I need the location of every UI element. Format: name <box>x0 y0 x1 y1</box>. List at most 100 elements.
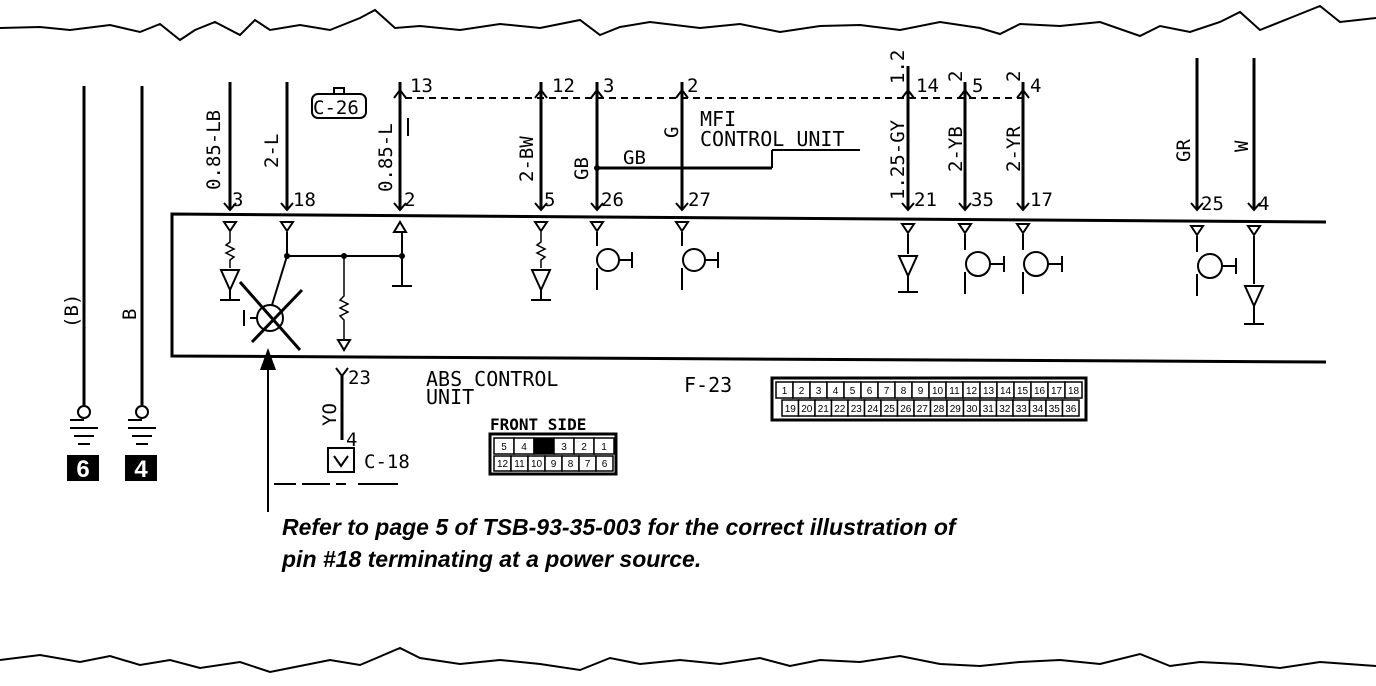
wire-color-2-l: 2-L <box>261 134 283 168</box>
torn-edge-bottom <box>0 646 1376 674</box>
f23-row2-cell <box>1061 399 1080 417</box>
f23-row2-pin: 34 <box>1032 404 1044 415</box>
pin-3-top: 3 <box>603 75 614 97</box>
wire-color-2-yb: 2-YB <box>945 126 967 172</box>
pin-4-top: 4 <box>1030 75 1041 97</box>
wire-color-gb: GB <box>571 157 593 180</box>
f23-row1-pin: 6 <box>867 386 873 397</box>
pin-12-top: 12 <box>552 75 575 97</box>
f23-row1-pin: 10 <box>932 386 944 397</box>
pin-27-bottom: 27 <box>688 189 711 211</box>
f23-row1-pin: 9 <box>918 386 924 397</box>
pin-35-bottom: 35 <box>971 189 994 211</box>
f23-row2-pin: 30 <box>966 404 978 415</box>
front-side-row2-pin: 9 <box>551 459 557 470</box>
f23-row2-pin: 35 <box>1049 404 1061 415</box>
f23-row2-pin: 26 <box>900 404 912 415</box>
f23-row2-pin: 28 <box>933 404 945 415</box>
ground-badge-6 <box>67 455 99 481</box>
pin-4-bottom: 4 <box>1258 193 1269 215</box>
pin-18-bottom: 18 <box>293 189 316 211</box>
f23-row1-pin: 18 <box>1068 386 1080 397</box>
connector-f23-label: F-23 <box>684 373 732 397</box>
f23-row1-pin: 1 <box>782 386 788 397</box>
wire-gr <box>1189 58 1237 296</box>
wire-2-l <box>238 82 405 352</box>
wire-2-bw <box>530 82 552 301</box>
wire-gb <box>589 82 860 290</box>
wire-yb-top-extra: 2 <box>945 71 967 82</box>
f23-row1-pin: 7 <box>884 386 890 397</box>
wire-0-85-l <box>392 82 412 287</box>
pin-14-top: 14 <box>916 75 939 97</box>
f23-row1-pin: 14 <box>1000 386 1012 397</box>
pin-26-bottom: 26 <box>601 189 624 211</box>
wire-2-yr <box>1015 82 1063 294</box>
f23-row1-pin: 13 <box>983 386 995 397</box>
wire-label-b-paren: (B) <box>61 294 83 328</box>
f23-row1-pin: 15 <box>1017 386 1029 397</box>
wire-color-g: G <box>661 127 683 138</box>
f23-row1-pin: 3 <box>816 386 822 397</box>
front-side-row1-pin: 5 <box>501 442 507 453</box>
front-side-row1-pin: 1 <box>601 442 607 453</box>
pin-2-bottom: 2 <box>404 189 415 211</box>
f23-row1-pin: 8 <box>901 386 907 397</box>
ground-wire-b-paren <box>70 86 98 445</box>
f23-row2-pin: 32 <box>999 404 1011 415</box>
wire-gy-top-extra: 1.2 <box>887 50 909 84</box>
connector-c26-label: C-26 <box>313 97 359 119</box>
f23-row2-pin: 23 <box>851 404 863 415</box>
abs-control-label: ABS CONTROL <box>426 367 558 391</box>
front-side-row2-pin: 8 <box>568 459 574 470</box>
front-side-row2-cell <box>595 455 614 472</box>
pin-25-bottom: 25 <box>1201 193 1224 215</box>
front-side-row2-pin: 6 <box>602 459 608 470</box>
wire-color-2-yr: 2-YR <box>1003 126 1025 172</box>
front-side-row2-pin: 11 <box>514 459 525 470</box>
f23-row1-cell <box>1064 381 1083 399</box>
wire-color-2-bw: 2-BW <box>516 136 538 182</box>
wire-0-85-lb <box>219 82 241 301</box>
f23-row2-pin: 22 <box>834 404 846 415</box>
front-side-row1-pin: 2 <box>581 442 587 453</box>
f23-row1-pin: 17 <box>1051 386 1063 397</box>
wire-1-25-gy <box>897 66 919 293</box>
note-line-1: Refer to page 5 of TSB-93-35-003 for the… <box>282 514 956 540</box>
connector-c26 <box>311 87 367 119</box>
f23-row2-pin: 21 <box>818 404 830 415</box>
front-side-row1-pin: 4 <box>521 442 527 453</box>
f23-row2-pin: 33 <box>1016 404 1028 415</box>
front-side-row1-cell <box>533 437 555 455</box>
pin-5-top: 5 <box>972 75 983 97</box>
connector-c18-label: C-18 <box>364 451 410 473</box>
pin-23-top: 23 <box>348 367 371 389</box>
front-side-row2-pin: 12 <box>497 459 509 470</box>
pointer-arrow <box>260 348 276 512</box>
f23-row2-pin: 20 <box>801 404 813 415</box>
f23-row1-pin: 16 <box>1034 386 1046 397</box>
f23-row2-pin: 19 <box>785 404 797 415</box>
pin-21-bottom: 21 <box>914 189 937 211</box>
f23-row2-pin: 24 <box>867 404 879 415</box>
wire-yo <box>274 367 398 485</box>
pin-3-bottom: 3 <box>232 189 243 211</box>
f23-row2-pin: 27 <box>917 404 929 415</box>
f23-row1-pin: 4 <box>833 386 839 397</box>
front-side-row1-cell <box>593 437 615 455</box>
f23-row1-pin: 12 <box>966 386 978 397</box>
abs-unit-label: UNIT <box>426 385 474 409</box>
wire-g <box>674 82 719 290</box>
pin-17-bottom: 17 <box>1030 189 1053 211</box>
wire-color-w: W <box>1231 140 1253 152</box>
f23-row2-pin: 36 <box>1065 404 1077 415</box>
wire-color-yo: YO <box>319 403 341 426</box>
f23-row2-pin: 25 <box>884 404 896 415</box>
wire-w <box>1243 58 1265 325</box>
ground-badge-4 <box>125 455 157 481</box>
pin-5-bottom: 5 <box>544 189 555 211</box>
pin-4-c18: 4 <box>346 429 357 451</box>
front-side-row2-pin: 7 <box>585 459 591 470</box>
